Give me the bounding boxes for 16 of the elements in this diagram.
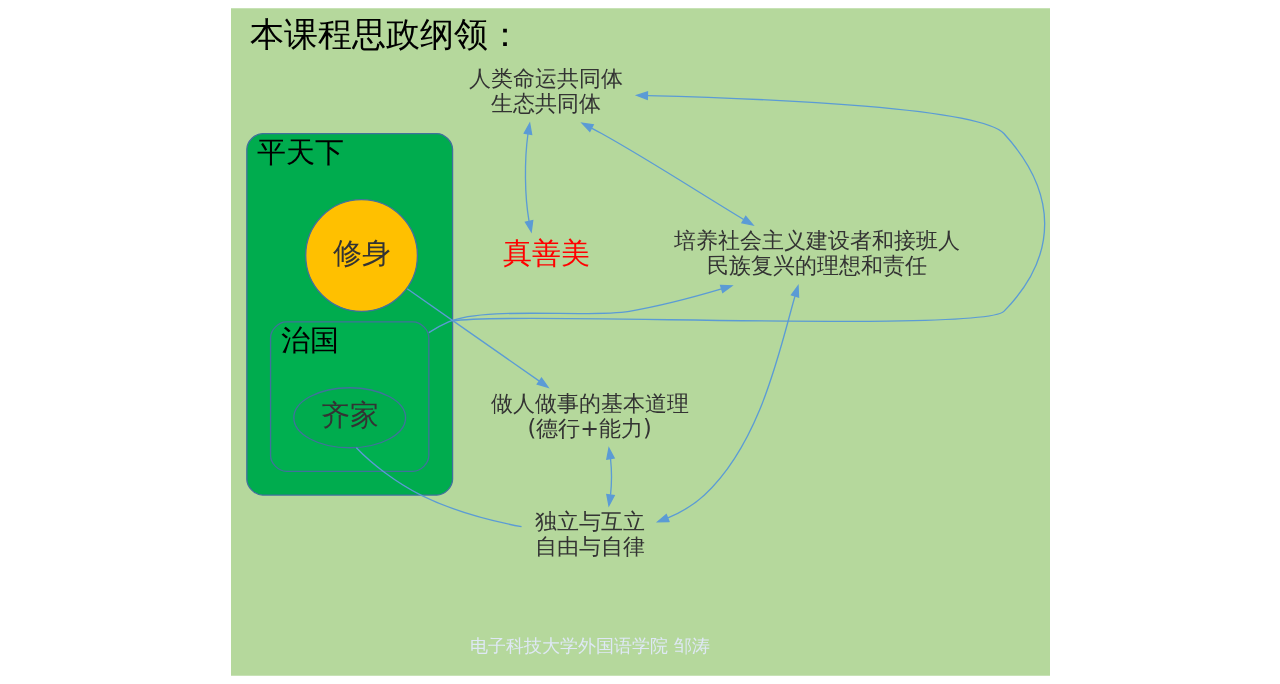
arrow [522,121,533,234]
node-text: 真善美 [502,235,590,270]
arrow [655,284,799,523]
arrow [579,122,755,227]
node-text: 独立与互立 自由与自律 [534,507,645,559]
node-text: 培养社会主义建设者和接班人 民族复兴的理想和责任 [673,227,960,279]
arrow [605,446,615,508]
label: 电子科技大学外国语学院 邹涛 [469,634,710,656]
node-text: 人类命运共同体 生态共同体 [468,64,623,116]
arrow [406,288,550,389]
node-circle: 修身 [304,198,418,312]
node-ellipse: 齐家 [292,387,406,449]
arrow [427,284,734,334]
node-text: 做人做事的基本道理 (德行+能力) [490,389,689,441]
diagram-title: 本课程思政纲领： [249,14,522,55]
connector [355,447,522,528]
